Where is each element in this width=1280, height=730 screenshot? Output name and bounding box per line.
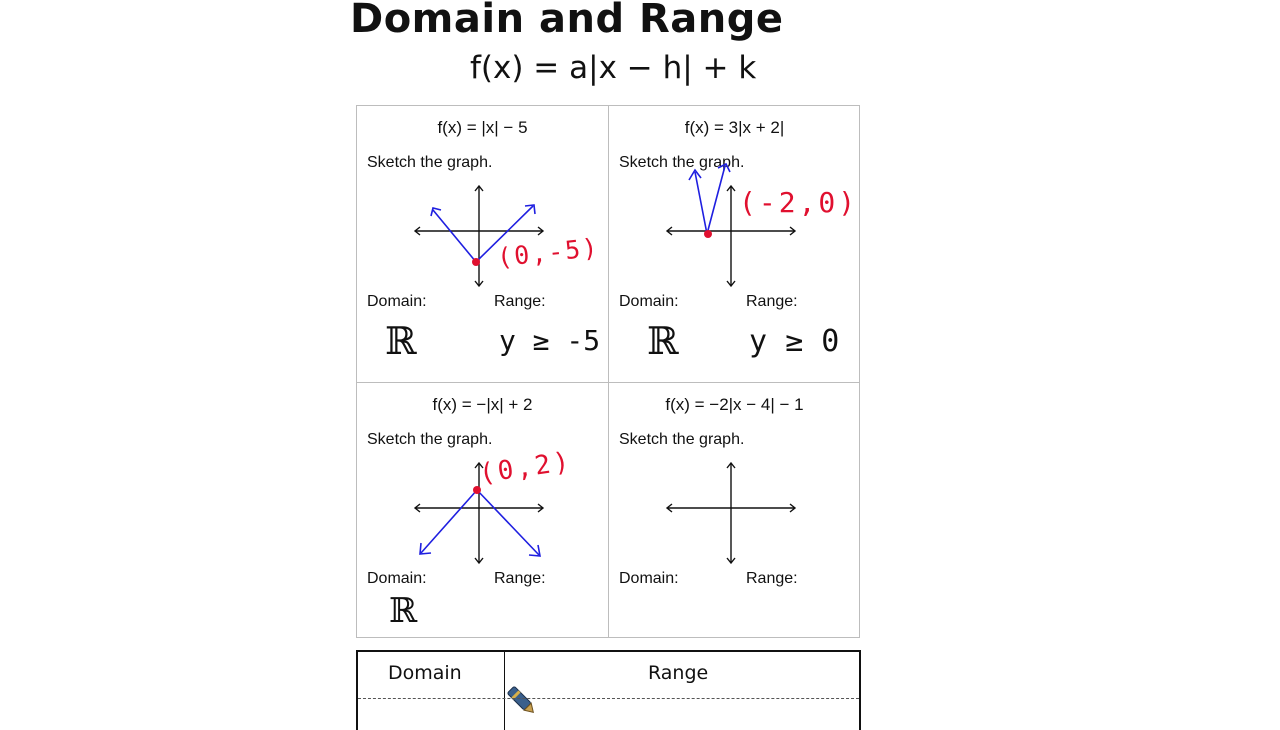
domain-answer: ℝ: [385, 319, 417, 363]
page-title: Domain and Range: [350, 0, 784, 42]
function-label: f(x) = 3|x + 2|: [684, 118, 785, 137]
sketch-prompt: Sketch the graph.: [367, 154, 493, 171]
graph-sketch: [688, 162, 731, 238]
domain-label: Domain:: [367, 570, 427, 587]
function-label: f(x) = |x| − 5: [437, 118, 528, 137]
table-header-range: Range: [648, 662, 709, 684]
domain-label: Domain:: [619, 570, 679, 587]
formula-subtitle: f(x) = a|x − h| + k: [470, 50, 757, 86]
coordinate-axes: [665, 461, 797, 565]
problem-cell-4[interactable]: f(x) = −2|x − 4| − 1 Sketch the graph. D…: [609, 383, 860, 659]
domain-answer: ℝ: [389, 591, 418, 631]
coordinate-axes: [413, 461, 545, 565]
vertex-annotation: (-2,0): [739, 186, 859, 219]
graph-sketch: [430, 204, 536, 266]
range-answer: y ≥ 0: [749, 324, 840, 359]
coordinate-axes: [413, 184, 545, 288]
function-label: f(x) = −|x| + 2: [432, 395, 533, 414]
problem-cell-1[interactable]: f(x) = |x| − 5 Sketch the graph. (0,-5) …: [357, 106, 608, 382]
worksheet-grid: f(x) = |x| − 5 Sketch the graph. (0,-5) …: [356, 105, 860, 713]
sketch-prompt: Sketch the graph.: [367, 431, 493, 448]
range-label: Range:: [746, 570, 798, 587]
domain-answer: ℝ: [647, 319, 679, 363]
problem-cell-3[interactable]: f(x) = −|x| + 2 Sketch the graph. (0,2) …: [357, 383, 608, 713]
coordinate-axes: [665, 184, 797, 288]
sketch-prompt: Sketch the graph.: [619, 154, 745, 171]
range-answer: y ≥ -5: [499, 324, 601, 357]
table-dashed-rule: [358, 698, 859, 699]
problem-cell-2[interactable]: f(x) = 3|x + 2| Sketch the graph. (-2,0)…: [609, 106, 860, 382]
graph-sketch: [419, 486, 541, 557]
domain-label: Domain:: [619, 293, 679, 310]
table-column-divider: [504, 652, 505, 730]
table-header-domain: Domain: [388, 662, 462, 684]
range-label: Range:: [494, 570, 546, 587]
range-label: Range:: [494, 293, 546, 310]
grid-divider-horizontal: [357, 382, 859, 383]
range-label: Range:: [746, 293, 798, 310]
sketch-prompt: Sketch the graph.: [619, 431, 745, 448]
domain-range-table: Domain Range: [356, 650, 861, 730]
grid-divider-vertical: [608, 106, 609, 637]
function-label: f(x) = −2|x − 4| − 1: [665, 395, 804, 414]
domain-label: Domain:: [367, 293, 427, 310]
